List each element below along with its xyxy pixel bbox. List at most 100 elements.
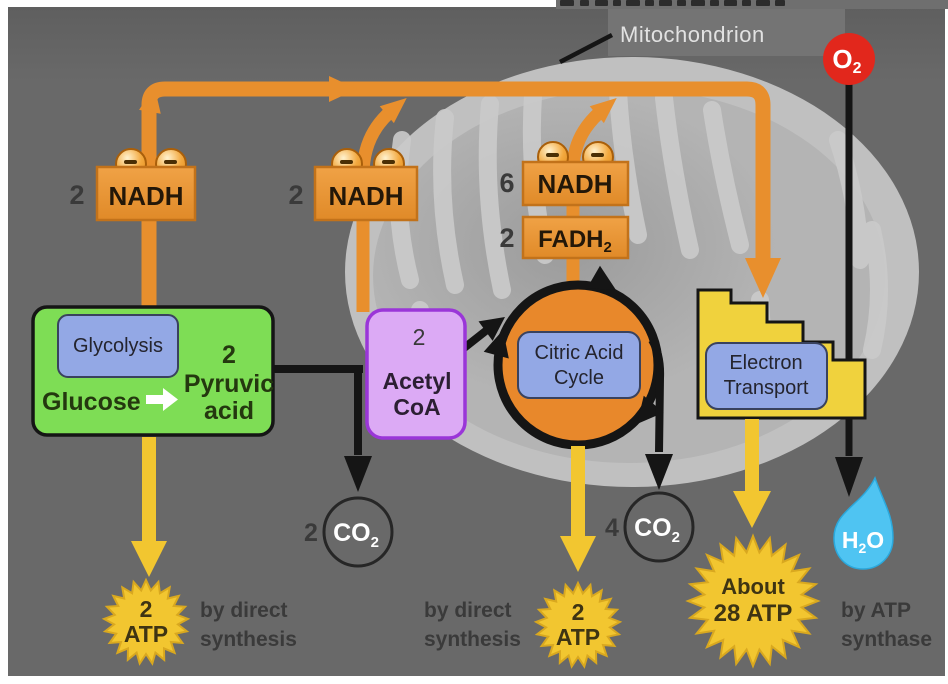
atp-arrow-citric (560, 446, 596, 572)
carrier-boxes: 2 NADH 2 NADH 6 NADH (69, 141, 630, 260)
right-arrow-icon (146, 388, 178, 411)
atp-star-1-label: ATP (124, 621, 168, 647)
nadh-box-3: 6 NADH (499, 141, 630, 207)
transport-label-pill (705, 342, 828, 410)
mitochondrion-callout: Mitochondrion (558, 9, 845, 64)
atp-star-3-line2: 28 ATP (714, 600, 793, 627)
electron-arrowhead-down (745, 258, 781, 298)
nadh-label: NADH (328, 181, 403, 211)
atp-star-2-label: ATP (556, 624, 600, 650)
acetyl-rect (365, 308, 467, 440)
caption-3-line1: by ATP (841, 599, 911, 622)
atp-arrow-transport (733, 419, 771, 528)
glucose-label: Glucose (42, 388, 141, 416)
transport-label-1: Electron (729, 352, 802, 374)
frame-left (0, 0, 8, 684)
o2-badge: O2 (823, 33, 875, 85)
caption-3-line2: synthase (841, 628, 932, 651)
minus-icon (164, 160, 177, 164)
frame-top (0, 0, 948, 7)
pyruvic-label-1: Pyruvic (184, 370, 274, 398)
caption-2-line1: by direct (424, 599, 512, 622)
cycle-label-pill (517, 331, 641, 399)
co2-left-arrowhead (344, 456, 372, 492)
cropped-text-artifact (556, 0, 948, 9)
minus-icon (382, 160, 395, 164)
nadh-count: 2 (69, 180, 84, 210)
fadh2-box: 2 FADH2 (499, 215, 630, 260)
h2o-label: H2O (842, 527, 884, 556)
minus-icon (124, 160, 137, 164)
nadh-box (313, 165, 419, 222)
minus-icon (546, 153, 559, 157)
co2-outputs: 2 CO2 4 CO2 (304, 491, 695, 568)
nadh3-merge-arrowhead (589, 98, 617, 124)
o2-arrowhead (835, 457, 863, 497)
fadh2-count: 2 (499, 223, 514, 253)
atp-star-3-line1: About (721, 574, 785, 599)
cycle-arrowhead (637, 395, 664, 424)
caption-2-line2: synthesis (424, 628, 521, 651)
nadh-label: NADH (537, 169, 612, 199)
atp-arrow-glycolysis (131, 437, 167, 577)
frame-right (945, 0, 948, 684)
minus-icon (591, 153, 604, 157)
acetyl-count: 2 (413, 324, 426, 350)
atp-arrows (131, 419, 771, 577)
co2-left-label: CO2 (333, 519, 379, 551)
acetyl-label-1: Acetyl (382, 368, 451, 394)
acetyl-label-2: CoA (393, 394, 440, 420)
acetyl-arrowhead (478, 317, 505, 341)
pyruvic-label-2: acid (204, 397, 254, 425)
cycle-arrowhead (586, 265, 616, 290)
artifact-backing (556, 0, 948, 9)
atp-star-2-count: 2 (572, 599, 585, 625)
droplet-shape (833, 476, 894, 570)
electron-transport-chain: Electron Transport (696, 288, 867, 420)
nadh-count: 6 (499, 168, 514, 198)
glycolysis-box: Glycolysis Glucose 2 Pyruvic acid (31, 305, 275, 437)
o2-label: O2 (832, 44, 861, 77)
fadh2-rect (521, 215, 630, 260)
glycolysis-label-pill (57, 314, 179, 378)
mitochondrion-label: Mitochondrion (620, 22, 765, 47)
co2-left-count: 2 (304, 519, 318, 547)
electron-arrowhead-right (329, 76, 357, 102)
cycle-arrowhead (483, 330, 509, 359)
caption-1-line2: synthesis (200, 628, 297, 651)
transport-label-2: Transport (724, 377, 809, 399)
atp-star-3 (685, 533, 821, 669)
fadh2-label: FADH2 (538, 226, 612, 256)
atp-star-2 (533, 580, 623, 669)
atp-starbursts: 2 ATP 2 ATP About 28 ATP (101, 533, 821, 669)
nadh-box-1: 2 NADH (69, 148, 197, 222)
atp-star-1 (101, 577, 191, 666)
frame-bottom (0, 676, 948, 684)
water-droplet: H2O (833, 476, 894, 570)
electron-flow-arrows (139, 76, 781, 312)
artifact-dashes (560, 0, 785, 6)
caption-1-line1: by direct (200, 599, 288, 622)
citric-acid-cycle: Citric Acid Cycle (483, 265, 673, 490)
nadh-box (521, 160, 630, 207)
nadh2-merge-arrowhead (379, 98, 407, 124)
nadh-box (95, 165, 197, 222)
cycle-label-1: Citric Acid (535, 342, 624, 364)
captions: by direct synthesis by direct synthesis … (200, 599, 932, 651)
pointer-line (558, 33, 614, 64)
o2-circle (823, 33, 875, 85)
co2-right-arrowhead (645, 454, 673, 490)
nadh-label: NADH (108, 181, 183, 211)
glycolysis-label: Glycolysis (73, 335, 163, 357)
acetyl-coa-box: 2 Acetyl CoA (365, 308, 467, 440)
atp-star-1-count: 2 (140, 596, 153, 622)
cycle-label-2: Cycle (554, 367, 604, 389)
co2-circle-left (322, 496, 394, 568)
cycle-to-co2-line (648, 337, 665, 453)
pyruvic-count: 2 (222, 341, 236, 369)
nadh-box-2: 2 NADH (288, 148, 419, 222)
label-backing (608, 9, 845, 56)
co2-circle-right (623, 491, 695, 563)
